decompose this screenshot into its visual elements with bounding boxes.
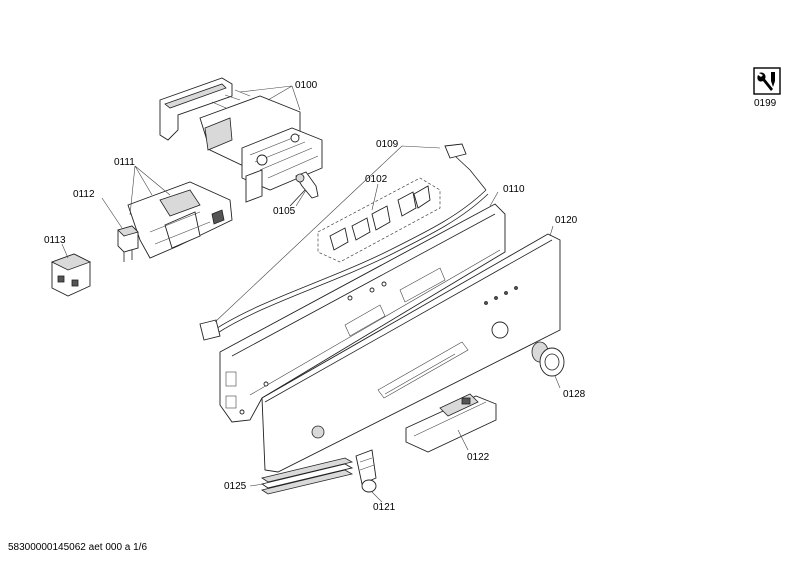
label-0122: 0122 — [467, 452, 490, 463]
label-0113: 0113 — [44, 235, 66, 246]
wrench-screwdriver-icon — [753, 67, 781, 95]
part-0109-wiring-harness — [199, 143, 489, 341]
label-0120: 0120 — [555, 215, 578, 226]
label-0128: 0128 — [563, 389, 586, 400]
part-0102-light-guides — [317, 177, 441, 263]
leader-lines — [61, 85, 561, 503]
part-0112-relay — [117, 225, 139, 262]
label-0102: 0102 — [365, 174, 388, 185]
label-0110: 0110 — [503, 184, 525, 195]
label-0112: 0112 — [73, 189, 95, 200]
part-0100-control-module — [159, 77, 323, 203]
part-0105-spindle — [289, 171, 319, 207]
label-0199: 0199 — [754, 98, 777, 109]
document-footer: 58300000145062 aet 000 a 1/6 — [8, 542, 148, 553]
label-0121: 0121 — [373, 502, 396, 513]
part-0111-switch-block — [127, 181, 233, 259]
label-0105: 0105 — [273, 206, 296, 217]
label-0125: 0125 — [224, 481, 247, 492]
label-0111: 0111 — [114, 157, 135, 168]
label-0109: 0109 — [376, 139, 399, 150]
part-0120-front-fascia — [261, 233, 561, 473]
part-0113-connector — [50, 253, 92, 297]
label-0100: 0100 — [295, 80, 318, 91]
part-0121-push-button — [355, 449, 377, 493]
part-0128-rotary-knob — [531, 341, 565, 377]
part-0122-dispenser — [405, 393, 497, 453]
part-0125-seal-strips — [260, 457, 354, 495]
